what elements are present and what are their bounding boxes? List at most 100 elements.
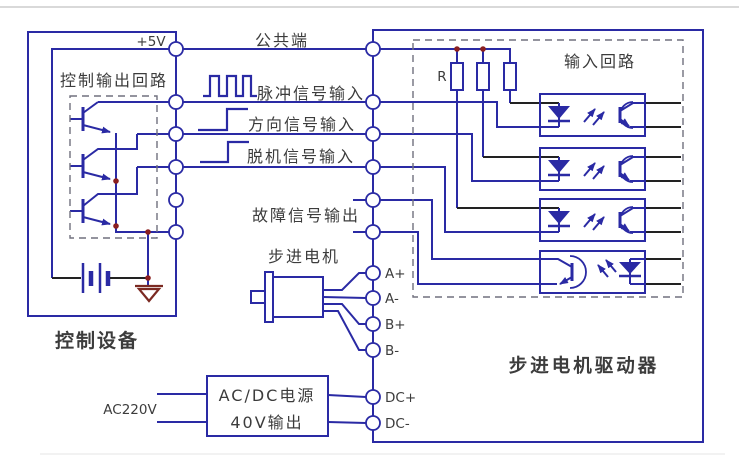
direction-signal-label: 方向信号输入 [248, 115, 356, 134]
terminal-label-b-plus: B+ [385, 317, 406, 333]
drv-terminal-dc-plus [365, 389, 381, 405]
opto3-light-arrow-2 [592, 216, 605, 231]
direction-step-icon [198, 107, 248, 132]
ctrl-terminal-pulse [168, 94, 184, 110]
dc-minus-wire [327, 421, 367, 424]
offline-step-icon [200, 140, 249, 164]
ctrl-terminal-fault-minus [168, 224, 184, 240]
terminal-label-b-minus: B- [385, 343, 399, 359]
opto1-light-arrow-2 [592, 111, 605, 126]
control-device-label: 控制设备 [55, 329, 139, 352]
opto1-led-triangle [548, 106, 570, 119]
opto2-light-arrow-2 [592, 165, 605, 180]
ctrl-terminal-direction [168, 126, 184, 142]
drv-terminal-b-minus [365, 342, 381, 358]
opto2-light-arrow-1 [583, 162, 596, 177]
offline-signal-wire [137, 166, 559, 233]
supply-rail-wire [51, 48, 511, 278]
t1-collector [82, 101, 99, 114]
junction-dot [145, 275, 151, 281]
t3-emitter [82, 216, 111, 226]
opto2-transistor-emitter [619, 172, 630, 181]
opto4-transistor-collector [542, 258, 573, 268]
common-terminal-label: 公共端 [255, 31, 309, 50]
junction-dots [113, 46, 486, 281]
motor-wire-a-plus [323, 272, 366, 291]
control-output-circuit-box [69, 95, 158, 239]
t1-emitter [82, 124, 111, 134]
junction-dot [113, 178, 119, 184]
drv-terminal-dc-minus [365, 415, 381, 431]
terminal-label-a-plus: A+ [385, 266, 406, 282]
drv-terminal-common [365, 41, 381, 57]
power-supply-box [206, 375, 329, 437]
opto4-light-arrow-1 [605, 259, 617, 273]
opto4-transistor-emitter [559, 276, 573, 285]
resistor-label: R [437, 69, 446, 85]
optocoupler-3-box [539, 198, 646, 242]
motor-wire-b-plus [323, 303, 366, 325]
opto4-transistor-arc [569, 255, 587, 289]
resistor-1 [450, 62, 464, 91]
motor-wire-b-minus [323, 310, 366, 351]
opto3-led-triangle [548, 211, 570, 224]
offline-signal-label: 脱机信号输入 [247, 147, 355, 166]
direction-signal-wire [137, 133, 559, 182]
fault-signal-label: 故障信号输出 [252, 206, 360, 225]
dashed-boxes [69, 39, 684, 298]
drv-terminal-a-minus [365, 290, 381, 306]
input-circuit-label: 输入回路 [564, 52, 636, 71]
ctrl-terminal-5v [168, 41, 184, 57]
opto3-light-arrow-1 [583, 213, 596, 228]
drv-terminal-fault-plus [365, 192, 381, 208]
dc-plus-wire [327, 394, 367, 398]
terminals [168, 41, 381, 431]
ctrl-terminal-offline [168, 159, 184, 175]
optocoupler-2-box [539, 147, 646, 191]
optocoupler-4-box [539, 250, 646, 294]
driver-label: 步进电机驱动器 [509, 355, 660, 377]
terminal-label-dc-minus: DC- [385, 416, 410, 432]
motor-wire-a-minus [322, 296, 367, 299]
drv-terminal-pulse [365, 94, 381, 110]
opto4-light-arrow-2 [597, 264, 609, 278]
pulse-signal-label: 脉冲信号输入 [257, 84, 365, 103]
opto1-transistor-collector [619, 102, 645, 112]
opto2-transistor-collector [619, 156, 645, 166]
fault-minus-wire [373, 231, 557, 285]
ac220v-label: AC220V [103, 402, 157, 418]
opto2-led-triangle [548, 160, 570, 173]
fault-plus-wire [373, 199, 558, 260]
ground-triangle [136, 287, 162, 303]
emitter-bus-wire [115, 133, 176, 233]
t3-collector [82, 167, 138, 207]
motor-label: 步进电机 [268, 247, 340, 266]
input-circuit-box [412, 39, 684, 298]
waveform-glyphs [198, 74, 257, 164]
resistor-2 [476, 62, 490, 91]
terminal-label-dc-plus: DC+ [385, 390, 416, 406]
optocoupler-internals [542, 101, 645, 289]
drv-terminal-direction [365, 126, 381, 142]
junction-dot [454, 46, 460, 52]
opto4-led-triangle [619, 262, 641, 274]
drv-terminal-fault-minus [365, 224, 381, 240]
pulse-train-icon [203, 74, 257, 98]
control-output-circuit-label: 控制输出回路 [60, 71, 168, 90]
ground-symbol [135, 284, 163, 303]
drv-terminal-b-plus [365, 316, 381, 332]
opto1-transistor-emitter [619, 118, 630, 127]
optocoupler-1-box [539, 93, 646, 137]
motor-body [272, 276, 324, 318]
opto3-transistor-collector [619, 207, 645, 217]
drv-terminal-a-plus [365, 265, 381, 281]
wires-black [52, 102, 681, 285]
junction-dot [480, 46, 486, 52]
junction-dot [145, 229, 151, 235]
resistor-3 [503, 62, 517, 91]
supply-5v-label: +5V [136, 34, 166, 50]
drv-terminal-offline [365, 159, 381, 175]
power-supply-line1: AC/DC电源 [219, 386, 316, 405]
